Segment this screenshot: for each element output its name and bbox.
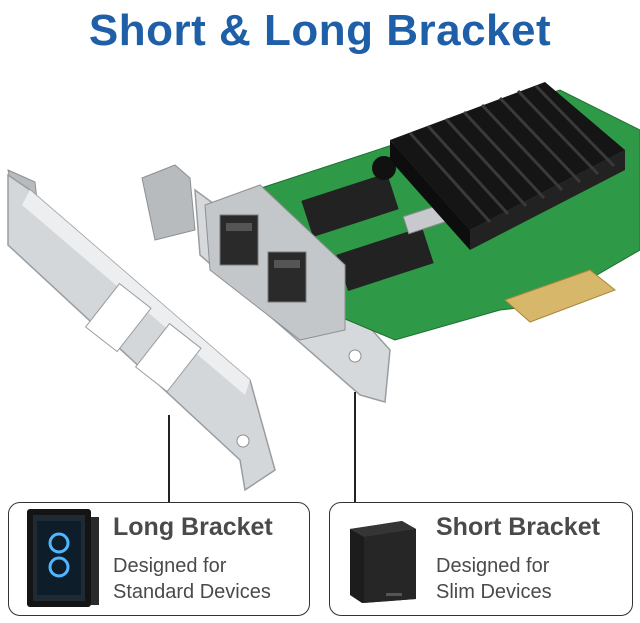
short-bracket-line1: Designed for <box>436 555 550 577</box>
short-bracket-heading: Short Bracket <box>436 513 600 541</box>
short-bracket-card: Short Bracket Designed for Slim Devices <box>329 502 633 616</box>
long-bracket-pointer <box>168 415 170 503</box>
long-bracket-card: Long Bracket Designed for Standard Devic… <box>8 502 310 616</box>
rj45-ports <box>204 184 346 341</box>
page-title: Short & Long Bracket <box>88 6 552 55</box>
heatsink <box>390 82 625 250</box>
short-bracket-pointer <box>354 392 356 503</box>
long-bracket-line2: Standard Devices <box>113 581 271 603</box>
short-bracket-line2: Slim Devices <box>436 581 552 603</box>
network-card-product-image <box>7 82 640 492</box>
long-bracket-heading: Long Bracket <box>113 513 273 541</box>
mini-pc-icon <box>350 521 416 603</box>
tower-pc-icon <box>27 509 99 607</box>
long-bracket <box>7 169 276 492</box>
long-bracket-line1: Designed for <box>113 555 227 577</box>
